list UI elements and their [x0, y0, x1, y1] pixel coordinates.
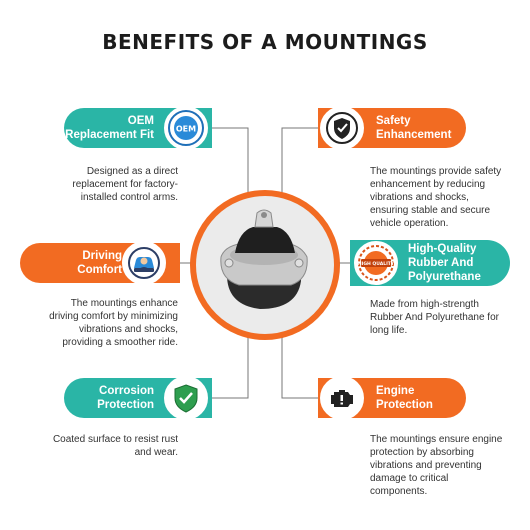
benefit-engine-desc-line: components. — [370, 486, 428, 497]
benefit-driving-desc-line: providing a smoother ride. — [62, 337, 178, 348]
quality-seal-icon: HIGH QUALITY — [358, 245, 395, 281]
benefit-quality-label-line1: High-Quality — [408, 243, 477, 255]
oem-badge-icon: OEM — [168, 110, 204, 146]
benefit-corrosion-desc-line: and wear. — [134, 447, 178, 458]
benefit-quality-desc-line: Rubber And Polyurethane for — [370, 312, 499, 323]
benefit-safety-desc-line: The mountings provide safety — [370, 166, 502, 177]
benefit-engine-label-line1: Engine — [376, 385, 415, 397]
benefit-oem-label-line1: OEM — [127, 115, 154, 127]
benefit-corrosion-label-line2: Protection — [97, 399, 154, 411]
benefit-corrosion-icon-holder — [164, 376, 208, 420]
benefit-corrosion-label-line1: Corrosion — [99, 385, 154, 397]
benefit-driving-desc-line: driving comfort by minimizing — [49, 311, 178, 322]
benefit-engine-desc-line: protection by absorbing — [370, 447, 474, 458]
benefit-oem-desc-line: installed control arms. — [80, 192, 178, 203]
benefit-engine-description: The mountings ensure engine protection b… — [370, 433, 520, 498]
benefit-corrosion-desc-line: Coated surface to resist rust — [52, 434, 178, 445]
shield-check-green-icon — [174, 384, 198, 413]
benefit-engine-desc-line: vibrations and preventing — [370, 460, 482, 471]
product-image-frame — [190, 190, 340, 340]
benefit-driving-description: The mountings enhance driving comfort by… — [30, 297, 178, 349]
benefit-quality-desc-line: long life. — [370, 325, 408, 336]
benefit-quality-description: Made from high-strength Rubber And Polyu… — [370, 298, 520, 337]
engine-mount-image — [220, 209, 308, 309]
benefit-safety-icon-holder — [320, 106, 364, 150]
benefit-quality-label-line3: Polyurethane — [408, 271, 481, 283]
shield-check-icon — [326, 112, 358, 144]
benefit-safety-description: The mountings provide safety enhancement… — [370, 165, 520, 230]
benefit-oem-description: Designed as a direct replacement for fac… — [40, 165, 178, 204]
oem-badge-text: OEM — [176, 125, 196, 134]
benefit-driving-icon-holder — [122, 241, 166, 285]
benefit-oem-desc-line: replacement for factory- — [72, 179, 178, 190]
benefit-engine-label-line2: Protection — [376, 399, 433, 411]
benefit-corrosion-description: Coated surface to resist rust and wear. — [30, 433, 178, 459]
benefit-engine-icon-holder — [320, 376, 364, 420]
benefit-quality-desc-line: Made from high-strength — [370, 299, 479, 310]
benefit-oem-label-line2: Replacement Fit — [65, 129, 154, 141]
engine-warning-icon — [331, 390, 353, 407]
benefit-quality-icon-holder: HIGH QUALITY — [354, 241, 398, 285]
benefit-safety-label-line2: Enhancement — [376, 129, 452, 141]
benefit-safety-label-line1: Safety — [376, 115, 411, 127]
benefit-driving-desc-line: vibrations and shocks, — [79, 324, 178, 335]
benefit-safety-desc-line: vibrations and shocks, — [370, 192, 469, 203]
benefit-driving-label-line2: Comfort — [77, 264, 122, 276]
benefit-safety-desc-line: enhancement by reducing — [370, 179, 486, 190]
benefit-driving-desc-line: The mountings enhance — [70, 298, 178, 309]
benefit-driving-label-line1: Driving — [82, 250, 122, 262]
page-title: BENEFITS OF A MOUNTINGS — [102, 30, 428, 54]
benefit-oem-icon-holder: OEM — [164, 106, 208, 150]
benefit-safety-desc-line: ensuring stable and secure — [370, 205, 491, 216]
benefit-oem-desc-line: Designed as a direct — [86, 166, 178, 177]
benefit-engine-desc-line: damage to critical — [370, 473, 449, 484]
driver-icon — [128, 247, 160, 279]
benefit-safety-desc-line: vehicle operation. — [370, 218, 449, 229]
benefit-engine-desc-line: The mountings ensure engine — [370, 434, 503, 445]
quality-seal-text: HIGH QUALITY — [358, 261, 395, 267]
benefit-quality-label-line2: Rubber And — [408, 257, 474, 269]
